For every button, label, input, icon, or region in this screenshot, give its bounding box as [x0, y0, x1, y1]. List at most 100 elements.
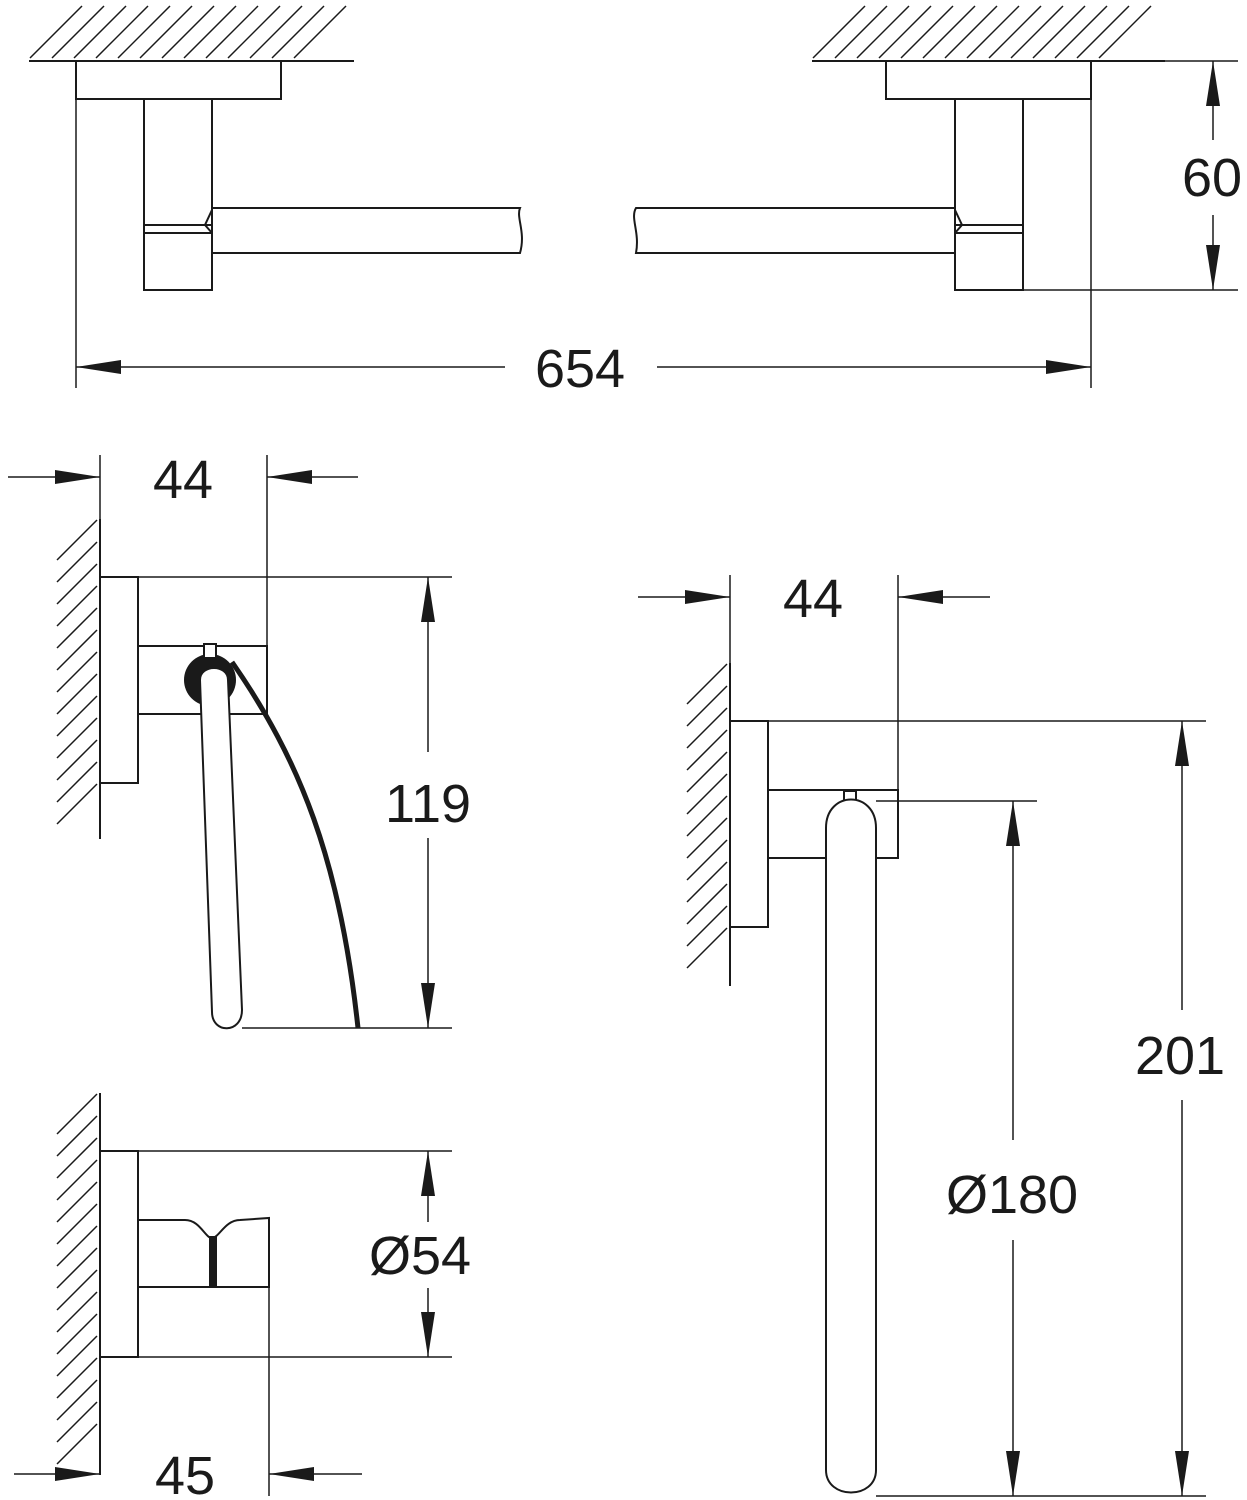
left-post	[143, 98, 213, 291]
wall-hatch-ring	[686, 663, 728, 969]
hatch-line	[56, 1093, 98, 1135]
dim-44b-arrow-right	[898, 590, 943, 604]
hatch-line	[56, 761, 98, 803]
hatch-line	[1076, 5, 1130, 59]
hatch-line	[56, 585, 98, 627]
paper-holder-view: 44 119	[8, 450, 471, 1030]
hatch-line	[205, 5, 259, 59]
ring-rosette	[729, 720, 769, 928]
towel-bar-view: 60 654	[29, 5, 1242, 399]
hatch-line	[56, 1313, 98, 1355]
hatch-line	[834, 5, 888, 59]
dim-654-arrow-right	[1046, 360, 1091, 374]
hatch-line	[686, 905, 728, 947]
hatch-line	[271, 5, 325, 59]
dim-44a-arrow-right	[267, 470, 312, 484]
hatch-line	[686, 795, 728, 837]
hatch-line	[56, 629, 98, 671]
hatch-line	[966, 5, 1020, 59]
hatch-line	[183, 5, 237, 59]
hatch-line	[117, 5, 171, 59]
hatch-line	[56, 1137, 98, 1179]
hatch-line	[686, 685, 728, 727]
paper-rosette	[99, 576, 139, 784]
hatch-line	[686, 817, 728, 859]
hatch-line	[56, 651, 98, 693]
hatch-line	[988, 5, 1042, 59]
hatch-line	[686, 861, 728, 903]
hatch-line	[944, 5, 998, 59]
hatch-line	[686, 773, 728, 815]
dim-180-arrow-bottom	[1006, 1451, 1020, 1496]
hatch-line	[686, 839, 728, 881]
dim-201-label: 201	[1135, 1026, 1225, 1086]
dim-54-arrow-bottom	[421, 1312, 435, 1357]
hatch-line	[56, 1357, 98, 1399]
hatch-line	[1032, 5, 1086, 59]
dim-60-label: 60	[1182, 148, 1242, 208]
hatch-line	[56, 1225, 98, 1267]
hatch-line	[56, 673, 98, 715]
hatch-line	[900, 5, 954, 59]
hatch-line	[56, 1401, 98, 1443]
hatch-line	[139, 5, 193, 59]
ring-loop	[825, 798, 877, 1494]
hatch-line	[227, 5, 281, 59]
hatch-line	[686, 927, 728, 969]
hatch-line	[56, 1181, 98, 1223]
hatch-line	[812, 5, 866, 59]
hatch-line	[56, 695, 98, 737]
dim-201-arrow-top	[1175, 721, 1189, 766]
dim-201-arrow-bottom	[1175, 1451, 1189, 1496]
dim-119-arrow-bottom	[421, 983, 435, 1028]
dim-180-label: Ø180	[946, 1165, 1078, 1225]
dim-119-arrow-top	[421, 577, 435, 622]
hatch-line	[1098, 5, 1152, 59]
dim-45-label: 45	[155, 1446, 215, 1500]
bar-right-segment	[633, 207, 956, 254]
hatch-line	[1010, 5, 1064, 59]
hook-slot	[209, 1236, 217, 1286]
dim-54-arrow-top	[421, 1151, 435, 1196]
dim-60-arrow-bottom	[1206, 245, 1220, 290]
hook-rosette	[99, 1150, 139, 1358]
left-rosette	[75, 60, 282, 100]
hatch-line	[856, 5, 910, 59]
dim-45-arrow-left	[55, 1467, 100, 1481]
dim-44b-arrow-left	[685, 590, 730, 604]
hatch-line	[249, 5, 303, 59]
dim-44a-arrow-left	[55, 470, 100, 484]
wall-hatch-hook	[56, 1093, 98, 1465]
towel-ring-view: 44 Ø180 201	[638, 569, 1225, 1497]
hatch-line	[686, 729, 728, 771]
hatch-line	[293, 5, 347, 59]
hatch-line	[73, 5, 127, 59]
hatch-line	[51, 5, 105, 59]
hook-body	[137, 1216, 270, 1288]
hatch-line	[56, 739, 98, 781]
right-post	[954, 98, 1024, 291]
hatch-line	[56, 563, 98, 605]
hatch-line	[56, 1423, 98, 1465]
hatch-line	[686, 663, 728, 705]
dim-45-arrow-right	[269, 1467, 314, 1481]
hatch-line	[161, 5, 215, 59]
hook-view: Ø54 45	[14, 1093, 471, 1500]
hatch-line	[686, 751, 728, 793]
paper-flap	[229, 660, 361, 1029]
right-rosette	[885, 60, 1092, 100]
hatch-line	[56, 541, 98, 583]
hatch-line	[95, 5, 149, 59]
dim-44a-label: 44	[153, 450, 213, 510]
hatch-line	[56, 1379, 98, 1421]
wall-hatch-top-left	[29, 5, 347, 59]
hatch-line	[56, 717, 98, 759]
dim-180-arrow-top	[1006, 801, 1020, 846]
hatch-line	[56, 1247, 98, 1289]
dim-60-arrow-top	[1206, 61, 1220, 106]
hatch-line	[56, 1115, 98, 1157]
hatch-line	[56, 1203, 98, 1245]
hatch-line	[56, 1335, 98, 1377]
hatch-line	[56, 783, 98, 825]
